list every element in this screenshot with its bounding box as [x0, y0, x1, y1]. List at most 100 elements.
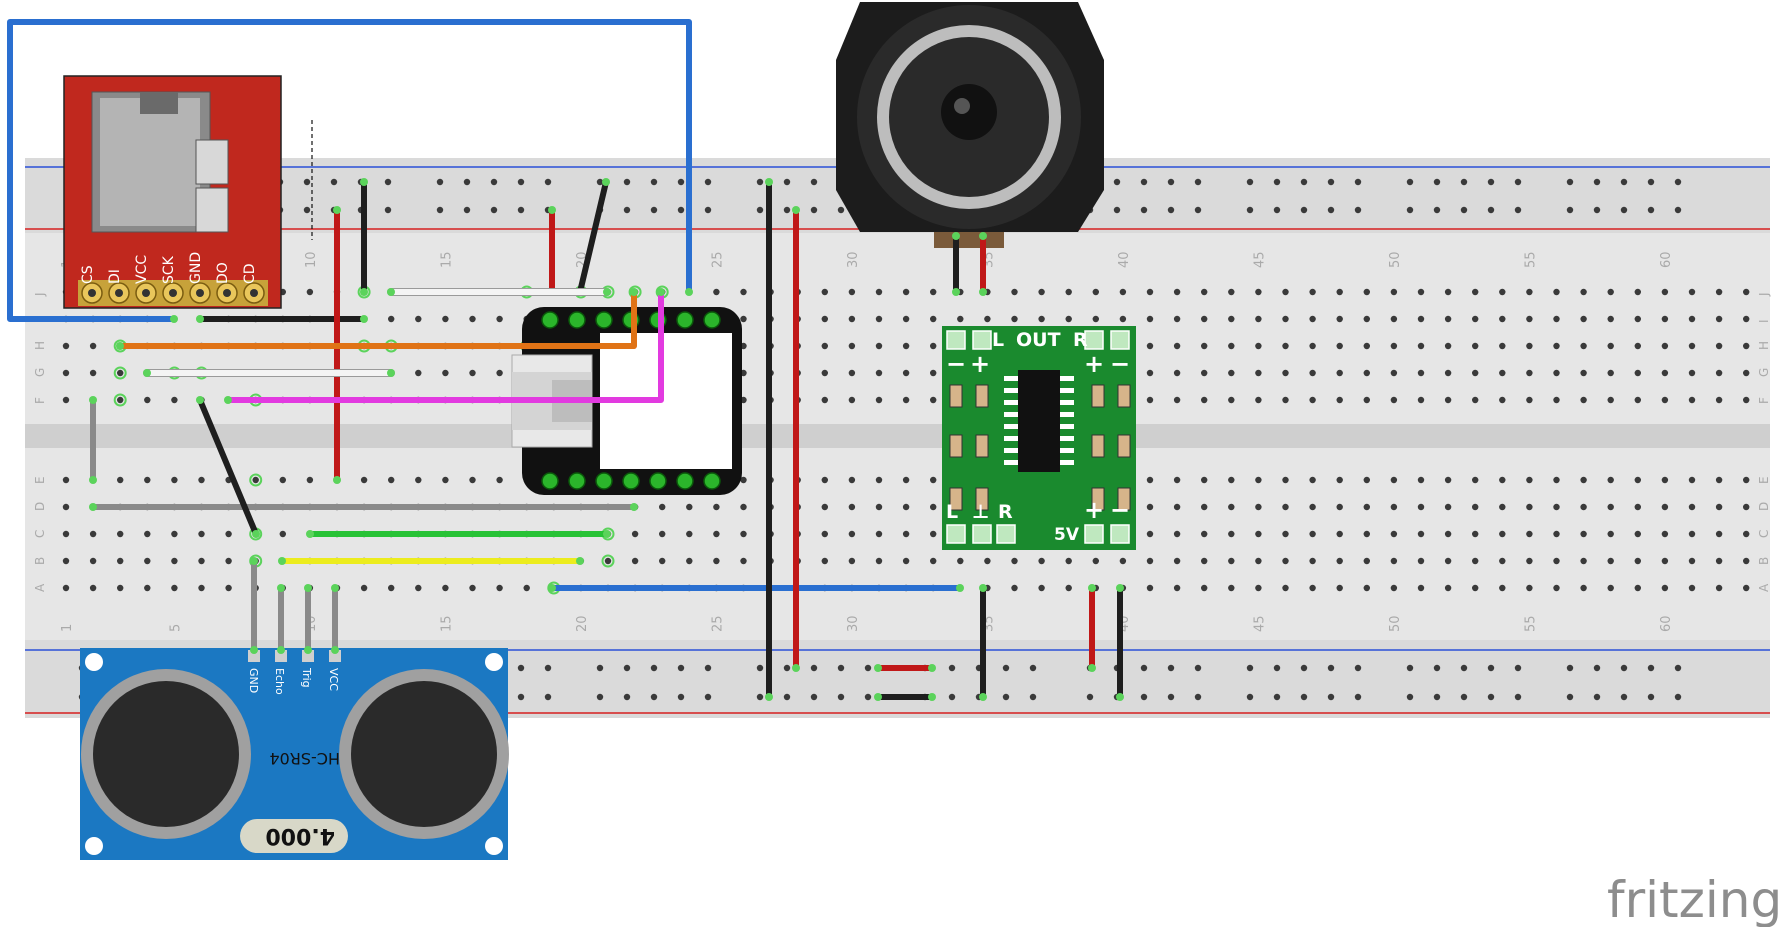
wire-black-short-end: [874, 693, 882, 701]
breadboard-hole: [1499, 503, 1506, 511]
breadboard-hole: [1715, 503, 1723, 511]
wire-white-mid-end: [143, 369, 151, 377]
breadboard-hole: [442, 584, 449, 592]
rail-hole: [517, 206, 525, 214]
breadboard-hole: [1417, 557, 1425, 565]
breadboard-hole: [1472, 396, 1479, 404]
breadboard-hole: [1444, 530, 1452, 538]
breadboard-hole: [1417, 396, 1425, 404]
rail-hole: [1620, 178, 1628, 186]
breadboard-hole: [1173, 369, 1181, 377]
breadboard-hole: [1472, 315, 1479, 323]
breadboard-hole: [1417, 315, 1425, 323]
rail-hole: [436, 206, 444, 214]
column-number-top: 10: [304, 251, 319, 268]
rail-hole: [1647, 206, 1655, 214]
rail-hole: [1433, 664, 1441, 672]
breadboard-hole: [848, 288, 856, 296]
breadboard-hole: [821, 530, 828, 538]
wire-black-sd-gnd-end: [196, 315, 204, 323]
rail-hole: [1593, 178, 1601, 186]
breadboard-hole: [1688, 530, 1696, 538]
rail-hole: [1273, 178, 1281, 186]
breadboard-hole: [1580, 530, 1587, 538]
rail-hole: [1406, 206, 1414, 214]
breadboard-hole: [1688, 557, 1696, 565]
breadboard-hole: [1715, 396, 1723, 404]
rail-hole: [1406, 664, 1414, 672]
sensor-mount-hole: [85, 837, 103, 855]
breadboard-hole: [686, 557, 693, 565]
sd-pin-labels: CS DI VCC SCK GND DO CD: [80, 252, 258, 284]
rail-hole: [1647, 178, 1655, 186]
wire-amp-5v-end: [1088, 664, 1096, 672]
breadboard-hole: [659, 557, 666, 565]
breadboard-hole: [1634, 369, 1642, 377]
rail-hole: [810, 206, 818, 214]
rail-hole: [596, 178, 604, 186]
breadboard-hole: [1282, 530, 1289, 538]
row-letter-left: D: [33, 502, 47, 511]
breadboard-hole: [496, 315, 503, 323]
breadboard-hole: [848, 396, 856, 404]
breadboard-hole: [1444, 369, 1452, 377]
column-number-top: 50: [1388, 251, 1403, 268]
amp-label-r-bottom: R: [998, 501, 1013, 523]
breadboard-hole: [1309, 369, 1316, 377]
breadboard-hole: [821, 557, 828, 565]
breadboard-hole: [713, 557, 720, 565]
column-number-top: 30: [846, 251, 861, 268]
breadboard-hole: [1282, 584, 1289, 592]
mcu-pin: [676, 311, 694, 329]
breadboard-hole: [659, 503, 666, 511]
breadboard-hole: [1607, 342, 1614, 350]
breadboard-hole: [1553, 342, 1560, 350]
breadboard-hole: [1390, 557, 1398, 565]
breadboard-hole: [1201, 315, 1208, 323]
breadboard-hole: [1417, 288, 1425, 296]
column-number-bottom: 5: [168, 624, 183, 632]
rail-hole: [1327, 693, 1335, 701]
breadboard-hole: [1363, 476, 1371, 484]
breadboard-hole: [1255, 288, 1262, 296]
mcu-pin: [595, 472, 613, 490]
amp-chip-lead: [1004, 424, 1018, 429]
sd-pin-hole: [223, 289, 231, 297]
breadboard-hole: [740, 503, 747, 511]
breadboard-hole: [1282, 503, 1289, 511]
breadboard-hole: [1661, 503, 1669, 511]
rail-hole: [864, 693, 872, 701]
breadboard-hole: [1526, 369, 1533, 377]
row-letter-right: I: [1757, 319, 1771, 323]
amp-sign: −: [946, 350, 966, 378]
rail-hole: [517, 693, 525, 701]
rail-hole: [650, 693, 658, 701]
breadboard-hole: [1363, 503, 1371, 511]
breadboard-hole: [902, 557, 910, 565]
breadboard-hole: [1607, 396, 1614, 404]
column-number-top: 60: [1659, 251, 1674, 268]
rail-hole: [1593, 693, 1601, 701]
rail-hole: [1647, 664, 1655, 672]
rail-hole: [1514, 206, 1522, 214]
breadboard-hole: [1715, 288, 1723, 296]
rail-hole: [1674, 693, 1682, 701]
rail-hole: [463, 178, 471, 186]
breadboard-hole: [1417, 369, 1425, 377]
breadboard-hole: [225, 530, 232, 538]
breadboard-hole: [1526, 342, 1533, 350]
breadboard-hole: [1336, 530, 1343, 538]
breadboard-hole: [1173, 342, 1181, 350]
breadboard-hole: [1390, 396, 1398, 404]
breadboard-hole: [62, 557, 70, 565]
rail-hole: [1354, 664, 1362, 672]
breadboard-hole: [875, 369, 883, 377]
amp-chip-lead: [1060, 400, 1074, 405]
rail-hole: [1514, 664, 1522, 672]
rail-hole: [756, 206, 764, 214]
amp-chip-lead: [1060, 460, 1074, 465]
rail-hole: [1167, 178, 1175, 186]
breadboard-hole: [848, 476, 856, 484]
rail-hole: [1354, 693, 1362, 701]
breadboard-hole: [1634, 288, 1642, 296]
